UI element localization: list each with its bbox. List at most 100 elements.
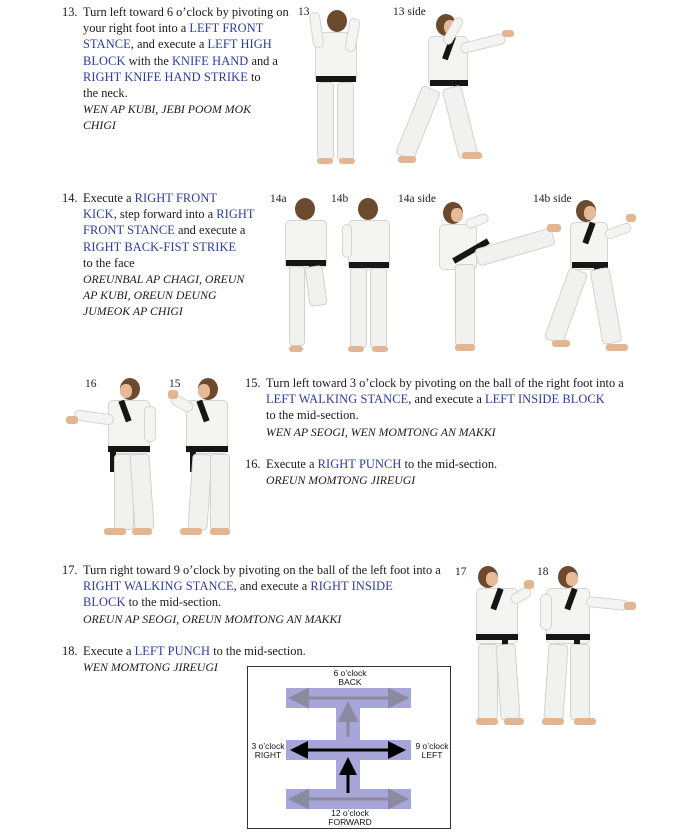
step-line: RIGHT WALKING STANCE, and execute a RIGH…: [83, 578, 462, 594]
photo-label-14b: 14b: [331, 193, 349, 205]
diagram-top-label: 6 o’clock BACK: [333, 668, 367, 687]
instruction-text: Turn right toward 9 o’clock by pivoting …: [83, 563, 441, 577]
step-line: Turn left toward 3 o’clock by pivoting o…: [266, 375, 690, 391]
step-line: OREUN AP SEOGI, OREUN MOMTONG AN MAKKI: [83, 611, 462, 627]
instruction-text: , step forward into a: [113, 207, 217, 222]
step-16: 16. Execute a RIGHT PUNCH to the mid-sect…: [245, 456, 645, 488]
instruction-text: Turn left toward 6 o’clock by pivoting o…: [83, 5, 289, 19]
figure-14b-side: [543, 198, 638, 358]
step-number: 14.: [62, 191, 78, 205]
diagram-arrows: [288, 687, 409, 810]
step-line: Turn right toward 9 o’clock by pivoting …: [83, 562, 462, 578]
step-line: your right foot into a LEFT FRONT: [83, 20, 302, 36]
technique-keyword: RIGHT BACK-FIST STRIKE: [83, 239, 237, 254]
instruction-text: to the mid-section.: [125, 595, 222, 610]
technique-keyword: RIGHT KNIFE HAND STRIKE: [83, 69, 248, 84]
instruction-text: Execute a: [266, 457, 318, 471]
step-13: 13.Turn left toward 6 o’clock by pivotin…: [62, 4, 302, 134]
technique-keyword: STANCE: [83, 37, 131, 52]
instruction-text: Turn left toward 3 o’clock by pivoting o…: [266, 376, 624, 390]
instruction-text: , and execute a: [130, 37, 208, 52]
technique-keyword: RIGHT PUNCH: [317, 457, 402, 471]
instruction-text: to the mid-section.: [266, 408, 359, 423]
diagram-left-label: 3 o’clock RIGHT: [251, 741, 285, 760]
instruction-text: Execute a: [83, 191, 135, 205]
figure-18: [538, 564, 638, 730]
step-line: WEN MOMTONG JIREUGI: [83, 659, 362, 675]
instruction-text: the neck.: [83, 86, 128, 101]
technique-keyword: RIGHT WALKING STANCE: [83, 579, 234, 594]
step-18: 18. Execute a LEFT PUNCH to the mid-secti…: [62, 643, 362, 675]
instruction-text: to: [247, 69, 261, 84]
korean-term: WEN MOMTONG JIREUGI: [83, 660, 218, 675]
figure-14a-side: [435, 200, 565, 358]
technique-keyword: RIGHT INSIDE: [310, 579, 393, 594]
photo-label-13: 13: [298, 6, 310, 18]
technique-keyword: LEFT WALKING STANCE: [266, 392, 409, 407]
photo-label-14b-side: 14b side: [533, 193, 572, 205]
figure-13-back: [305, 8, 365, 168]
korean-term: JUMEOK AP CHIGI: [83, 304, 183, 319]
instruction-text: and execute a: [174, 223, 246, 238]
step-line: RIGHT BACK-FIST STRIKE: [83, 239, 272, 255]
step-line: Execute a RIGHT FRONT: [83, 190, 272, 206]
diagram-right-label: 9 o’clock LEFT: [415, 741, 449, 760]
step-number: 16.: [245, 457, 261, 471]
step-text: Execute a RIGHT PUNCH to the mid-section…: [266, 456, 645, 488]
korean-term: AP KUBI, OREUN DEUNG: [83, 288, 217, 303]
step-line: OREUNBAL AP CHAGI, OREUN: [83, 271, 272, 287]
instruction-text: your right foot into a: [83, 21, 190, 36]
step-line: Execute a LEFT PUNCH to the mid-section.: [83, 643, 362, 659]
technique-keyword: KNIFE HAND: [171, 53, 249, 68]
photo-label-16: 16: [85, 378, 97, 390]
photo-label-15: 15: [169, 378, 181, 390]
technique-keyword: LEFT FRONT: [189, 21, 264, 36]
step-text: Turn left toward 3 o’clock by pivoting o…: [266, 375, 690, 440]
diagram-bottom-label: 12 o’clock FORWARD: [328, 808, 372, 827]
korean-term: OREUNBAL AP CHAGI, OREUN: [83, 272, 245, 287]
korean-term: WEN AP SEOGI, WEN MOMTONG AN MAKKI: [266, 424, 496, 439]
step-15: 15. Turn left toward 3 o’clock by pivotin…: [245, 375, 690, 440]
step-number: 15.: [245, 376, 261, 390]
technique-keyword: RIGHT FRONT: [134, 191, 218, 205]
step-line: OREUN MOMTONG JIREUGI: [266, 472, 645, 488]
step-line: KICK, step forward into a RIGHT: [83, 206, 272, 222]
figure-16: [64, 376, 164, 538]
step-line: LEFT WALKING STANCE, and execute a LEFT …: [266, 391, 690, 407]
step-number: 18.: [62, 644, 78, 658]
photo-label-18: 18: [537, 566, 549, 578]
instruction-text: , and execute a: [408, 392, 485, 407]
step-17: 17. Turn right toward 9 o’clock by pivoti…: [62, 562, 462, 627]
technique-keyword: FRONT STANCE: [83, 223, 175, 238]
figure-14b: [340, 196, 396, 356]
instruction-text: to the face: [83, 255, 135, 270]
technique-keyword: LEFT HIGH: [207, 37, 272, 52]
korean-term: CHIGI: [83, 118, 116, 133]
step-line: STANCE, and execute a LEFT HIGH: [83, 36, 302, 52]
korean-term: OREUN MOMTONG JIREUGI: [266, 473, 416, 488]
step-number: 17.: [62, 563, 78, 577]
step-line: JUMEOK AP CHIGI: [83, 303, 272, 319]
photo-label-14a: 14a: [270, 193, 287, 205]
form-diagram: 6 o’clock BACK 3 o’clock RIGHT 9 o’clock…: [247, 666, 451, 829]
step-line: CHIGI: [83, 117, 302, 133]
step-line: Turn left toward 6 o’clock by pivoting o…: [83, 4, 302, 20]
korean-term: OREUN AP SEOGI, OREUN MOMTONG AN MAKKI: [83, 611, 342, 626]
technique-keyword: BLOCK: [83, 595, 126, 610]
step-text: Execute a LEFT PUNCH to the mid-section.…: [83, 643, 362, 675]
technique-keyword: RIGHT: [216, 207, 255, 222]
photo-label-13-side: 13 side: [393, 6, 426, 18]
step-line: to the mid-section.: [266, 407, 690, 423]
figure-17: [468, 564, 538, 730]
instruction-text: with the: [125, 53, 172, 68]
technique-keyword: BLOCK: [83, 53, 126, 68]
instruction-text: and a: [248, 53, 278, 68]
instruction-text: to the mid-section.: [401, 457, 498, 471]
instruction-text: to the mid-section.: [210, 644, 306, 658]
technique-keyword: LEFT PUNCH: [134, 644, 211, 658]
step-line: BLOCK to the mid-section.: [83, 594, 462, 610]
korean-term: WEN AP KUBI, JEBI POOM MOK: [83, 102, 251, 117]
technique-keyword: LEFT INSIDE BLOCK: [484, 392, 605, 407]
